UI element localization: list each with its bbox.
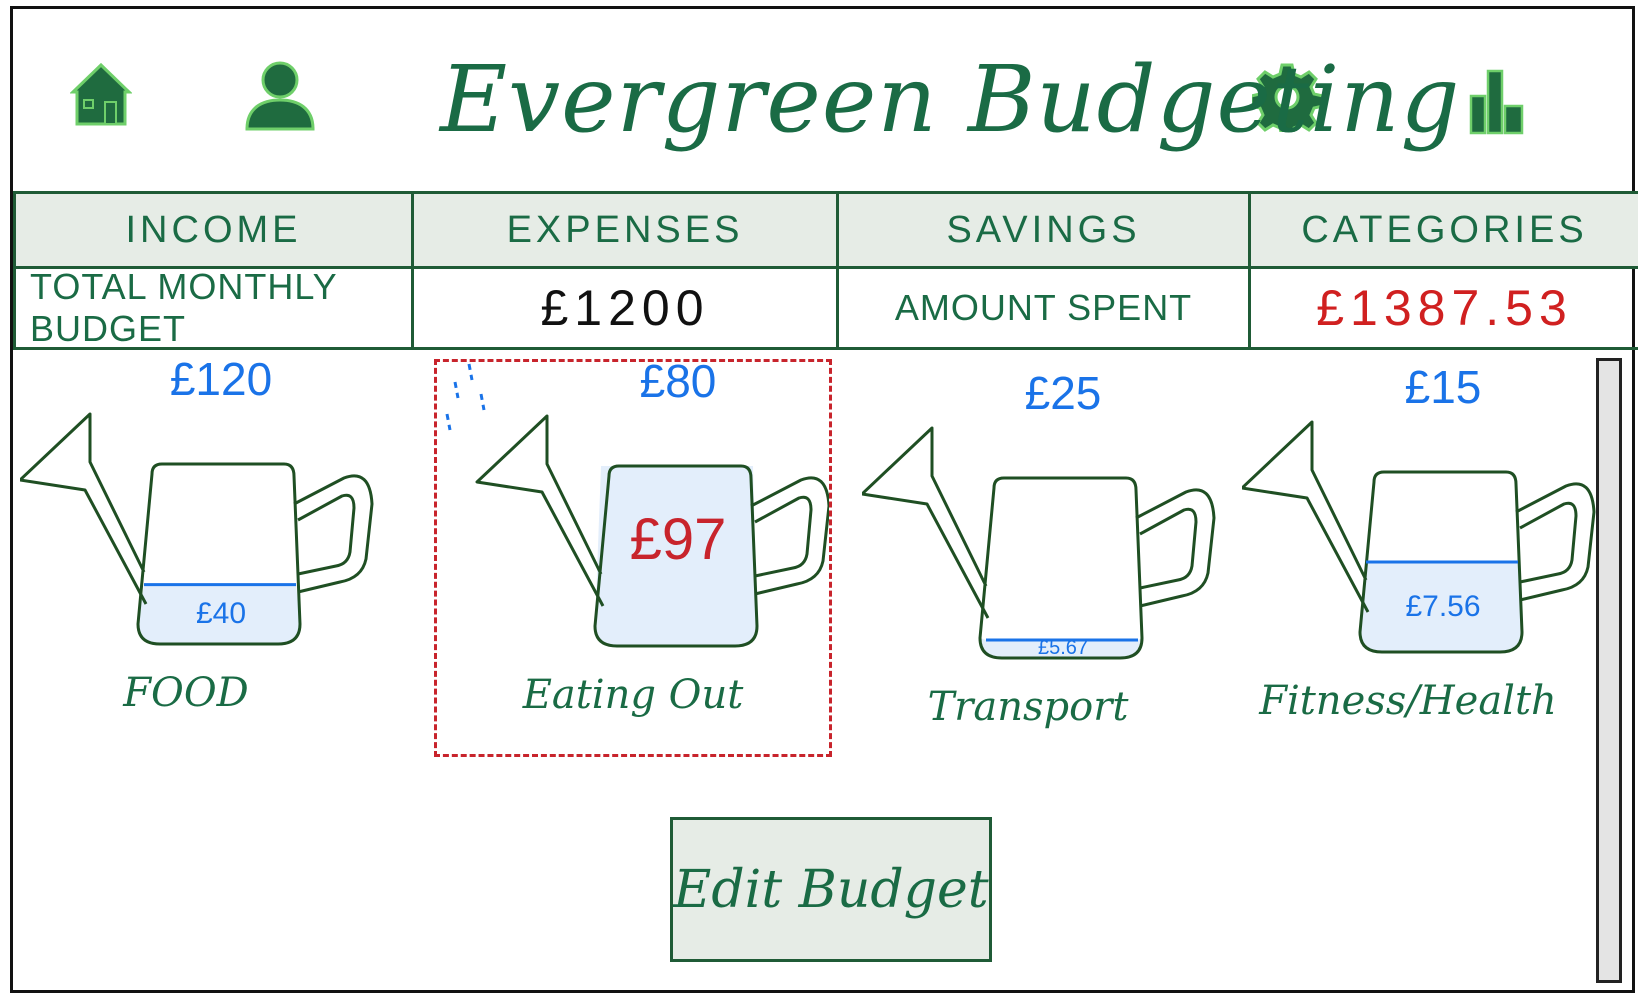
category-budget: £25 bbox=[1024, 367, 1102, 419]
water-fill bbox=[595, 466, 757, 646]
category-name: Transport bbox=[927, 684, 1129, 730]
amount-spent-label: AMOUNT SPENT bbox=[894, 286, 1193, 328]
watering-can-icon bbox=[445, 363, 829, 648]
user-icon[interactable] bbox=[244, 60, 316, 132]
spout-outline bbox=[20, 412, 148, 605]
category-budget: £120 bbox=[169, 353, 273, 405]
handle-inner-outline bbox=[754, 495, 813, 578]
summary-row: TOTAL MONTHLY BUDGET £1200 AMOUNT SPENT … bbox=[13, 265, 1638, 350]
category-spent: £5.67 bbox=[1037, 637, 1089, 659]
amount-spent-value: £1387.53 bbox=[1316, 279, 1573, 336]
water-fill bbox=[1360, 562, 1522, 652]
tab-income[interactable]: INCOME bbox=[13, 194, 414, 266]
budget-label-cell: TOTAL MONTHLY BUDGET bbox=[13, 265, 414, 349]
water-fill bbox=[980, 638, 1142, 658]
spout-outline bbox=[1242, 420, 1370, 613]
chart-icon[interactable] bbox=[1468, 68, 1526, 136]
handle-inner-outline bbox=[297, 493, 356, 576]
total-monthly-budget-value: £1200 bbox=[540, 279, 710, 336]
category-name: Eating Out bbox=[522, 672, 744, 718]
tab-savings[interactable]: SAVINGS bbox=[839, 194, 1251, 266]
tab-categories[interactable]: CATEGORIES bbox=[1301, 208, 1588, 251]
category-name: FOOD bbox=[123, 670, 249, 716]
handle-outline bbox=[1515, 482, 1596, 602]
handle-outline bbox=[750, 476, 829, 596]
edit-budget-button[interactable]: Edit Budget bbox=[670, 817, 992, 962]
watering-can-icon bbox=[1242, 420, 1596, 654]
spout-outline bbox=[475, 414, 605, 607]
budget-value-cell: £1200 bbox=[414, 268, 839, 347]
category-spent: £97 bbox=[629, 507, 727, 572]
body-outline bbox=[1358, 470, 1524, 654]
body-outline bbox=[136, 462, 302, 646]
body-outline bbox=[593, 464, 759, 648]
body-outline bbox=[978, 476, 1144, 660]
spout-outline bbox=[862, 426, 990, 619]
overflow-drop bbox=[479, 393, 486, 411]
handle-outline bbox=[293, 474, 374, 594]
overflow-drop bbox=[445, 413, 452, 431]
category-name: Fitness/Health bbox=[1259, 678, 1557, 724]
handle-inner-outline bbox=[1139, 507, 1198, 590]
watering-can-icon bbox=[862, 426, 1216, 660]
settings-icon[interactable] bbox=[1252, 62, 1322, 132]
overflow-drop bbox=[467, 363, 474, 381]
category-spent: £40 bbox=[195, 597, 247, 631]
scrollbar[interactable] bbox=[1596, 358, 1622, 983]
spent-label-cell: AMOUNT SPENT bbox=[839, 268, 1251, 347]
category-budget: £80 bbox=[639, 355, 717, 407]
spent-value-cell: £1387.53 bbox=[1251, 268, 1638, 347]
overflow-drop bbox=[453, 381, 460, 399]
handle-inner-outline bbox=[1519, 501, 1578, 584]
category-budget: £15 bbox=[1404, 361, 1482, 413]
tab-bar: INCOME EXPENSES SAVINGS CATEGORIES bbox=[13, 191, 1638, 269]
app-title: Evergreen Budgeting bbox=[440, 46, 1461, 153]
tab-expenses[interactable]: EXPENSES bbox=[414, 194, 839, 266]
handle-outline bbox=[1135, 488, 1216, 608]
total-monthly-budget-label: TOTAL MONTHLY BUDGET bbox=[30, 265, 338, 349]
watering-can-icon bbox=[20, 412, 374, 646]
category-spent: £7.56 bbox=[1405, 590, 1481, 623]
water-fill bbox=[138, 584, 300, 644]
home-icon[interactable] bbox=[70, 62, 132, 128]
